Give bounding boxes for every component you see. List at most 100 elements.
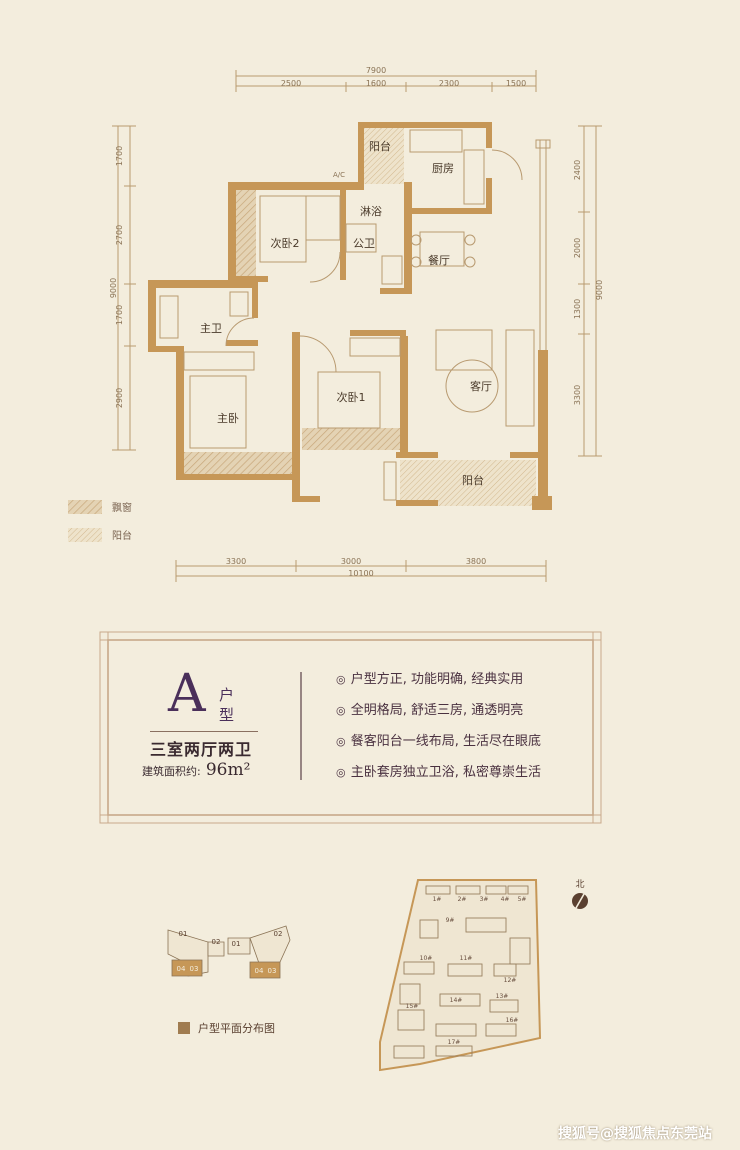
north-compass-icon [572,893,588,909]
unit-label: 04 [255,967,264,975]
dim-left-3: 1700 [115,305,124,325]
unit-label: 03 [268,967,277,975]
unit-type-char-2: 型 [219,706,235,724]
balcony-top-hatch [364,128,404,184]
dim-left-4: 2900 [115,388,124,408]
legend-balcony-label: 阳台 [112,529,132,542]
room-master-bedroom: 主卧 [217,412,239,425]
building-label: 9# [446,917,455,924]
building-label: 5# [518,896,527,903]
bay-window-bedroom2 [234,190,256,278]
dim-bottom-2: 3000 [341,557,361,566]
building-label: 2# [458,896,467,903]
room-balcony-bottom: 阳台 [462,473,484,487]
interior-details [159,129,551,501]
dim-left-1: 1700 [115,146,124,166]
building-label: 12# [504,977,517,984]
feature-item: ◎ 餐客阳台一线布局, 生活尽在眼底 [336,730,541,761]
unit-layout: 三室两厅两卫 [150,740,253,759]
unit-letter: A [168,664,206,724]
unit-label: 02 [212,938,221,946]
bottom-dimension-lines [175,560,547,582]
right-dimension-lines [578,125,602,457]
feature-text: 户型方正, 功能明确, 经典实用 [350,672,524,687]
bottom-diagrams: 01 02 01 02 04 03 04 03 户型平面分布图 [167,879,588,1072]
building-label: 16# [506,1017,519,1024]
area-label: 建筑面积约: [142,765,201,778]
building-label: 3# [480,896,489,903]
building-label: 17# [448,1039,461,1046]
dim-top-3: 2300 [439,79,459,88]
dim-left-total: 9000 [109,278,118,298]
dim-top-4: 1500 [506,79,526,88]
legend-bay-window-label: 飘窗 [112,501,132,514]
unit-area: 建筑面积约: 96m² [142,760,250,780]
room-master-bath: 主卫 [200,322,222,335]
card-frame [99,631,602,824]
dim-top-1: 2500 [281,79,301,88]
building-label: 13# [496,993,509,1000]
circle-bullet-icon: ◎ [336,735,346,748]
dim-right-total: 9000 [595,280,604,300]
bay-window-master [182,452,294,474]
building-label: 1# [433,896,442,903]
feature-list: ◎ 户型方正, 功能明确, 经典实用 ◎ 全明格局, 舒适三房, 通透明亮 ◎ … [336,668,541,792]
feature-text: 餐客阳台一线布局, 生活尽在眼底 [350,734,541,749]
unit-label: 01 [179,930,188,938]
room-public-bath: 公卫 [353,237,375,250]
circle-bullet-icon: ◎ [336,704,346,717]
room-bedroom2: 次卧2 [271,236,300,250]
floor-plan: 7900 2500 1600 2300 1500 3300 3000 3800 … [68,66,604,582]
room-bedroom1: 次卧1 [337,390,366,404]
feature-item: ◎ 户型方正, 功能明确, 经典实用 [336,668,541,699]
ac-label: A/C [333,171,345,179]
unit-info-card: A 户 型 三室两厅两卫 建筑面积约: 96m² ◎ 户型方正, 功能明确, 经… [98,630,603,825]
dim-top-total: 7900 [366,66,386,75]
room-kitchen: 厨房 [432,162,454,175]
distribution-caption: 户型平面分布图 [198,1021,275,1035]
dim-right-1: 2400 [573,160,582,180]
distribution-legend-swatch [178,1022,190,1034]
unit-label: 02 [274,930,283,938]
walls [148,122,552,510]
feature-item: ◎ 主卧套房独立卫浴, 私密尊崇生活 [336,761,541,792]
north-label: 北 [575,879,584,890]
site-plan: 1# 2# 3# 4# 5# 9# 10# 11# 12# 13# 14# 15… [379,879,542,1072]
left-dimension-lines [112,125,136,451]
bay-window-bedroom1 [302,428,406,450]
unit-label: 04 [177,965,186,973]
card-underline [150,731,258,732]
top-dimension-lines [235,70,537,92]
feature-item: ◎ 全明格局, 舒适三房, 通透明亮 [336,699,541,730]
area-value: 96m² [205,760,251,780]
dim-bottom-1: 3300 [226,557,246,566]
dim-top-2: 1600 [366,79,386,88]
circle-bullet-icon: ◎ [336,673,346,686]
building-label: 10# [420,955,433,962]
watermark: 搜狐号@搜狐焦点东莞站 [558,1126,712,1142]
room-dining: 餐厅 [428,253,450,267]
room-balcony-top: 阳台 [369,139,391,153]
dim-bottom-3: 3800 [466,557,486,566]
building-label: 15# [406,1003,419,1010]
unit-distribution-diagram [167,925,291,979]
room-living: 客厅 [470,379,492,393]
feature-text: 主卧套房独立卫浴, 私密尊崇生活 [350,765,541,780]
building-label: 14# [450,997,463,1004]
circle-bullet-icon: ◎ [336,766,346,779]
dim-right-4: 3300 [573,385,582,405]
dim-left-2: 2700 [115,225,124,245]
dim-right-3: 1300 [573,299,582,319]
building-label: 4# [501,896,510,903]
feature-text: 全明格局, 舒适三房, 通透明亮 [350,703,524,718]
legend-balcony-swatch [68,528,102,542]
unit-label: 03 [190,965,199,973]
dim-bottom-total: 10100 [348,569,373,578]
dim-right-2: 2000 [573,238,582,258]
building-label: 11# [460,955,473,962]
unit-label: 01 [232,940,241,948]
unit-type-char-1: 户 [219,686,235,704]
balcony-bottom-hatch [400,460,536,506]
room-shower: 淋浴 [360,205,382,218]
legend-bay-window-swatch [68,500,102,514]
